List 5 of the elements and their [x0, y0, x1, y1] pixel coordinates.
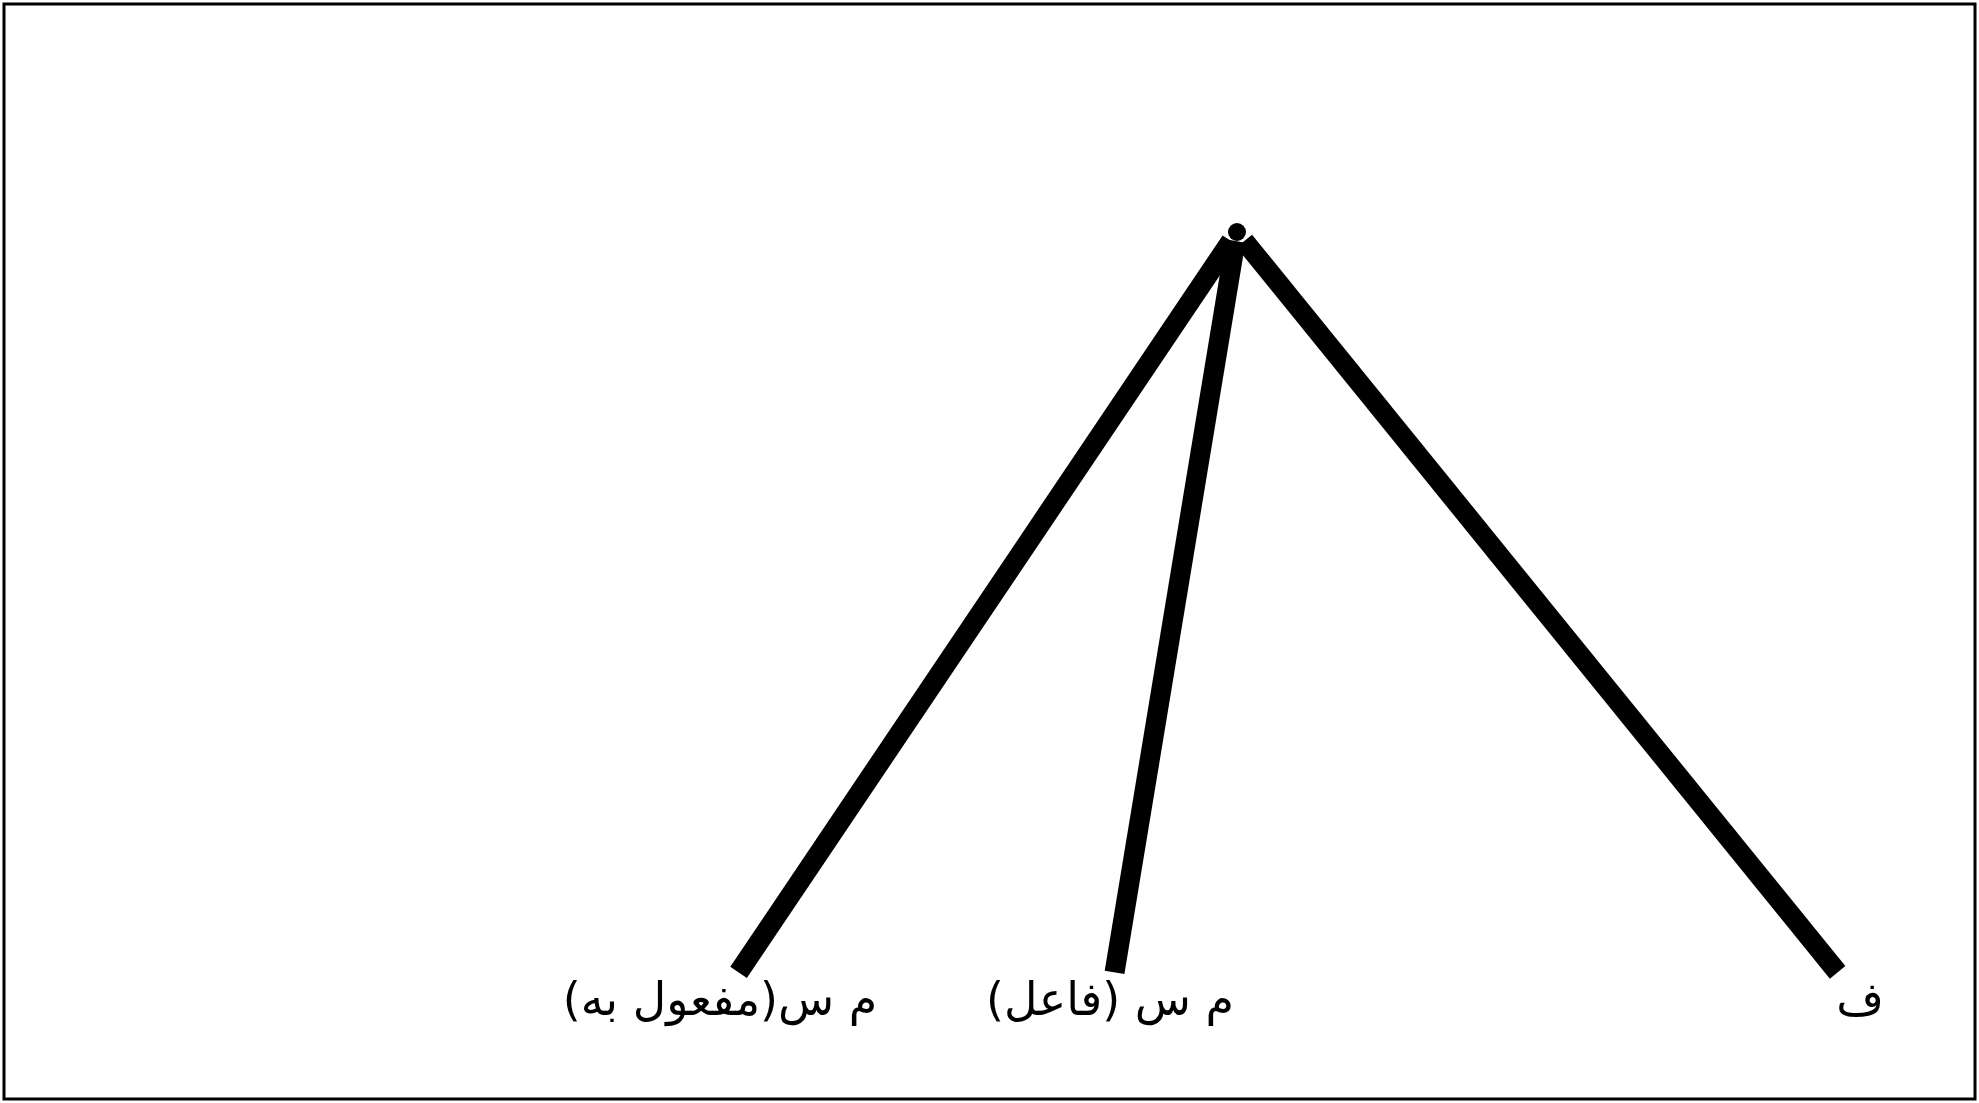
- tree-label: م س (فاعل): [985, 972, 1235, 1028]
- tree-label: ف: [1836, 972, 1884, 1028]
- tree-label: م س(مفعول به): [562, 972, 878, 1028]
- apex-point: [1228, 223, 1246, 241]
- tree-branch: [1104, 239, 1246, 975]
